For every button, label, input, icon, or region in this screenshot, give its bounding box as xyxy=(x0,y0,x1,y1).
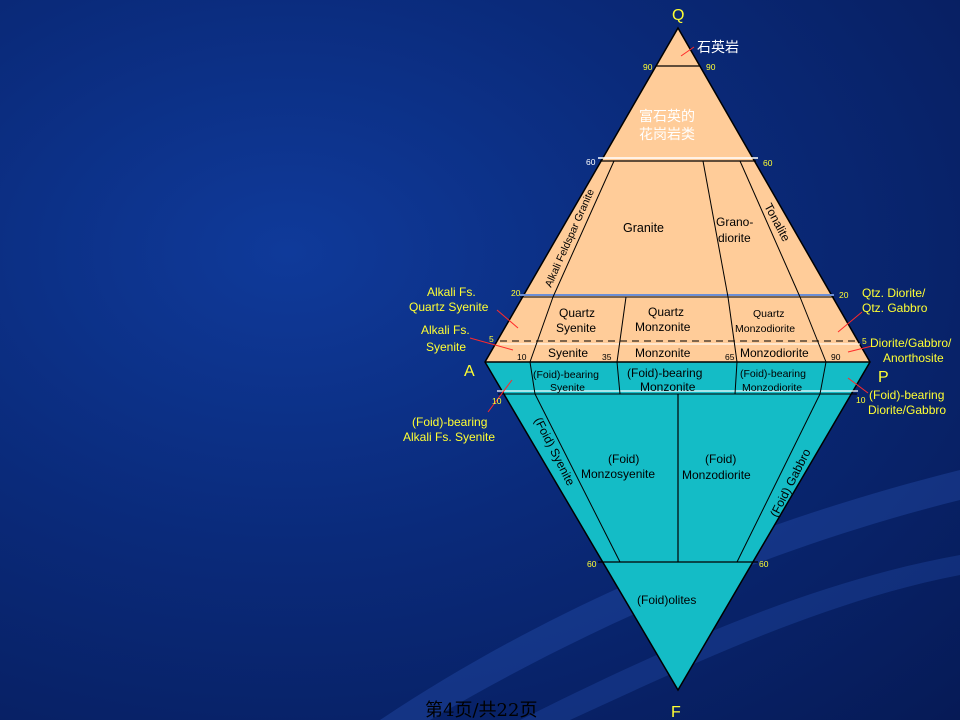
field-foid-monzosyenite-line2: Monzosyenite xyxy=(581,467,655,481)
field-foid-monzodiorite-line2: Monzodiorite xyxy=(682,468,751,482)
line-fs-r xyxy=(534,393,621,563)
field-quartz-rich-line1: 富石英的 xyxy=(639,108,695,124)
field-quartzolite: 石英岩 xyxy=(697,39,739,55)
diagram-outline xyxy=(484,26,871,692)
line-gd-left xyxy=(702,160,729,298)
apex-a: A xyxy=(464,363,475,380)
tick-20-right: 20 xyxy=(839,290,849,300)
callout-foid-alkali-syenite-line2: Alkali Fs. Syenite xyxy=(403,430,495,444)
field-foidolites: (Foid)olites xyxy=(637,593,696,607)
callout-alkali-qtz-syenite-line2: Quartz Syenite xyxy=(409,300,489,314)
line-qm-r xyxy=(727,296,738,363)
callout-diorite-gabbro-line2: Anorthosite xyxy=(883,351,944,365)
footer-prefix: 第 xyxy=(425,700,443,720)
line-fband-3 xyxy=(734,361,738,395)
field-granodiorite-line2: diorite xyxy=(718,231,751,245)
line-fband-4 xyxy=(819,361,827,395)
line-fg-l xyxy=(736,393,821,563)
page-footer: 第4页/共22页 xyxy=(425,696,537,720)
footer-suffix: 页 xyxy=(519,700,538,720)
leader-qtz-diorite xyxy=(837,311,863,333)
callout-qtz-diorite-line2: Qtz. Gabbro xyxy=(862,301,928,315)
line-gd-right xyxy=(739,160,801,298)
tick-20-left: 20 xyxy=(511,288,521,298)
line-qmd-r xyxy=(799,296,827,363)
field-quartz-monzodiorite-line1: Quartz xyxy=(753,308,785,320)
tick-60-lower-right: 60 xyxy=(759,559,769,569)
tick-60-right: 60 xyxy=(763,158,773,168)
tick-10-lower-left: 10 xyxy=(492,396,502,406)
tick-5-left: 5 xyxy=(489,334,494,344)
leader-foid-alkali-syenite xyxy=(487,379,513,413)
field-quartz-monzonite-line1: Quartz xyxy=(648,305,684,319)
field-syenite: Syenite xyxy=(548,346,588,360)
callout-alkali-syenite-line1: Alkali Fs. xyxy=(421,323,470,337)
footer-page-number: 4 xyxy=(443,700,455,720)
footer-total-pages: 22 xyxy=(496,700,520,720)
apex-q: Q xyxy=(672,7,684,24)
line-afg xyxy=(552,160,615,298)
callout-qtz-diorite-line1: Qtz. Diorite/ xyxy=(862,286,926,300)
field-foid-syenite-band-line2: Syenite xyxy=(550,382,585,394)
tick-5-right: 5 xyxy=(862,336,867,346)
field-quartz-syenite-line2: Syenite xyxy=(556,321,596,335)
tick-35-bottom: 35 xyxy=(602,352,612,362)
upper-triangle-qap xyxy=(485,28,870,362)
field-granite: Granite xyxy=(623,221,664,235)
leader-quartzolite xyxy=(680,46,695,57)
callout-foid-diorite-line2: Diorite/Gabbro xyxy=(868,403,946,417)
tick-60-lower-left: 60 xyxy=(587,559,597,569)
callout-alkali-syenite-line2: Syenite xyxy=(426,340,466,354)
field-monzonite: Monzonite xyxy=(635,346,691,360)
field-quartz-syenite-line1: Quartz xyxy=(559,306,595,320)
leader-alkali-qtz-syenite xyxy=(496,309,519,329)
field-foid-syenite-band-line1: (Foid)-bearing xyxy=(533,369,599,381)
field-foid-monzonite-band-line1: (Foid)-bearing xyxy=(627,366,702,380)
line-qs-r xyxy=(616,296,627,363)
line-fband-2 xyxy=(616,361,621,395)
field-quartz-monzonite-line2: Monzonite xyxy=(635,320,691,334)
callout-foid-diorite-line1: (Foid)-bearing xyxy=(869,388,944,402)
apex-f: F xyxy=(671,704,681,720)
field-quartz-rich-line2: 花岗岩类 xyxy=(639,126,695,142)
field-foid-monzosyenite-line1: (Foid) xyxy=(608,452,639,466)
field-granodiorite-line1: Grano- xyxy=(716,215,753,229)
leader-diorite-gabbro xyxy=(847,345,873,353)
tick-90-bottom: 90 xyxy=(831,352,841,362)
tick-90-right: 90 xyxy=(706,62,716,72)
tick-90-left: 90 xyxy=(643,62,653,72)
footer-mid: 页/共 xyxy=(454,700,497,720)
field-foid-monzodiorite-band-line1: (Foid)-bearing xyxy=(740,368,806,380)
field-foid-monzonite-band-line2: Monzonite xyxy=(640,380,696,394)
field-foid-monzodiorite-line1: (Foid) xyxy=(705,452,736,466)
callout-alkali-qtz-syenite-line1: Alkali Fs. xyxy=(427,285,476,299)
field-quartz-monzodiorite-line2: Monzodiorite xyxy=(735,323,795,335)
line-qs-l xyxy=(529,296,554,363)
callout-diorite-gabbro-line1: Diorite/Gabbro/ xyxy=(870,336,952,350)
callout-foid-alkali-syenite-line1: (Foid)-bearing xyxy=(412,415,487,429)
line-fband-1 xyxy=(529,361,536,395)
tick-60-left: 60 xyxy=(586,157,596,167)
tick-10-bottom: 10 xyxy=(517,352,527,362)
leader-alkali-syenite xyxy=(469,337,514,351)
tick-65-bottom: 65 xyxy=(725,352,735,362)
tick-10-lower-right: 10 xyxy=(856,395,866,405)
field-foid-monzodiorite-band-line2: Monzodiorite xyxy=(742,382,802,394)
apex-p: P xyxy=(878,369,889,386)
field-monzodiorite: Monzodiorite xyxy=(740,346,809,360)
leader-foid-diorite xyxy=(847,377,869,394)
